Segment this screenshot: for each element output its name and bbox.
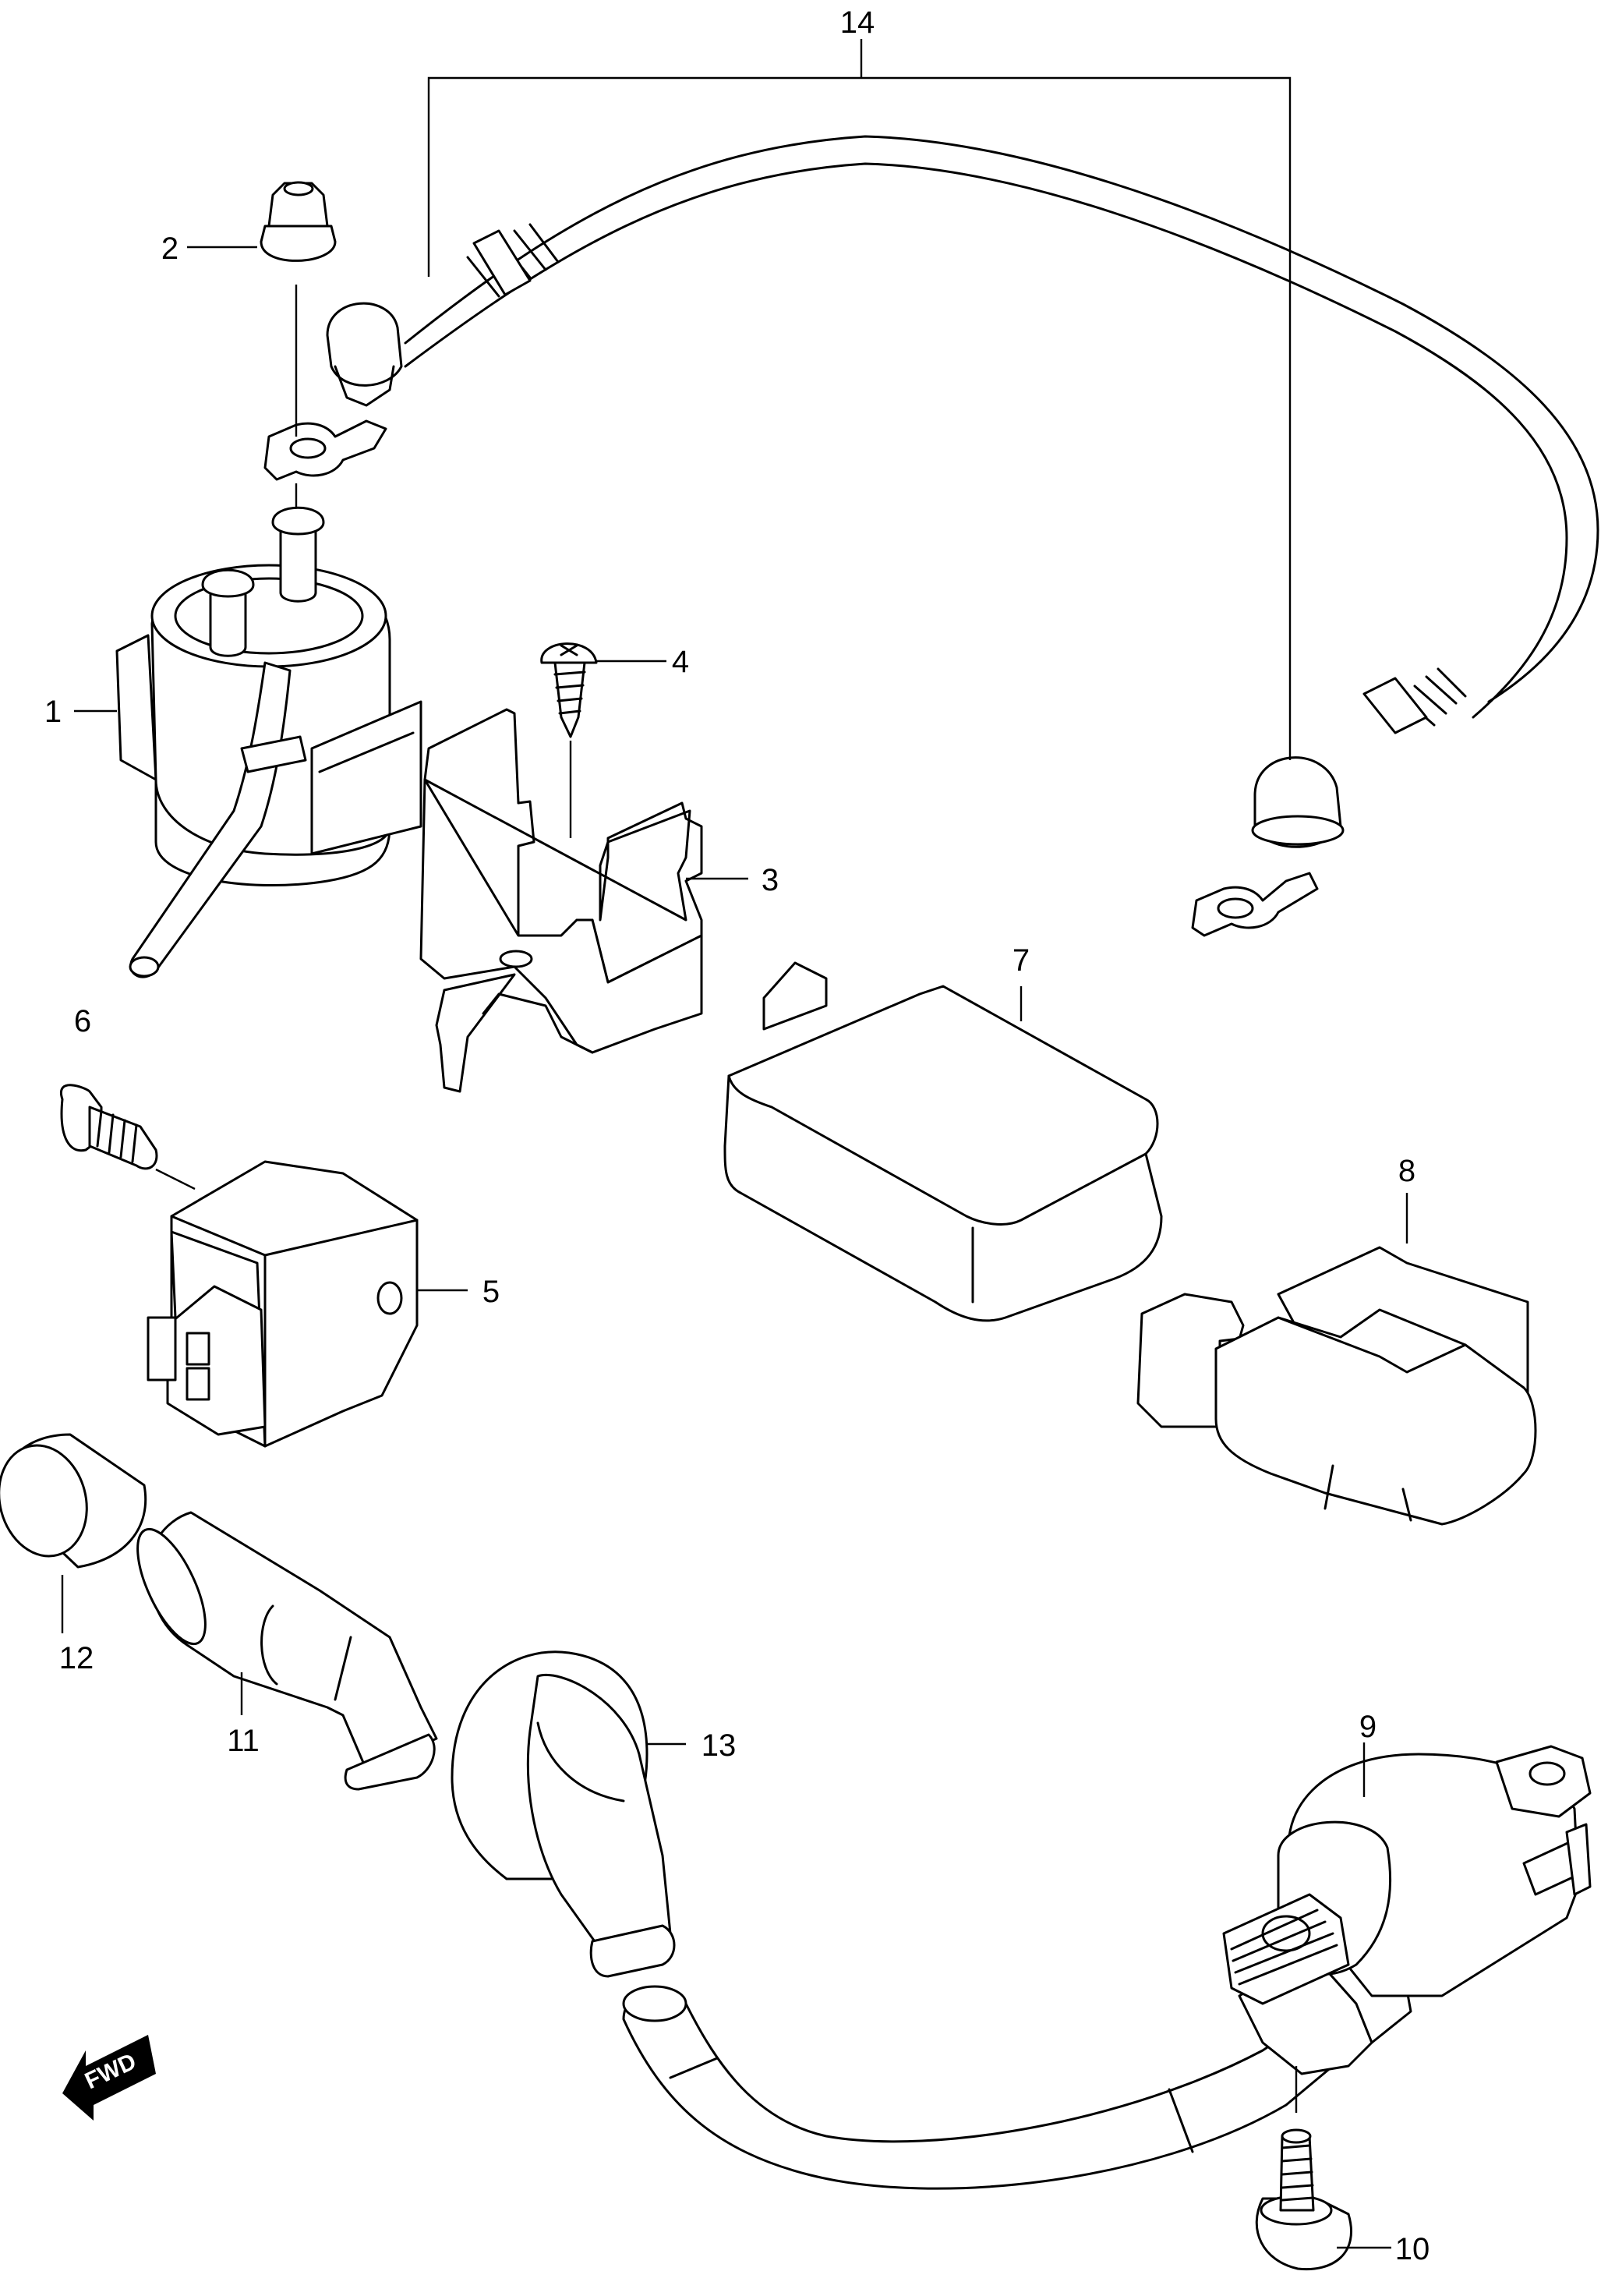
callout-13: 13: [702, 1728, 737, 1763]
callout-2: 2: [161, 232, 178, 266]
callouts: 14 2 1 4 3 6 5 7 8 12 11 13 9 10: [44, 5, 1430, 2266]
plug-cap: [136, 1511, 438, 1791]
ignitor-unit: [723, 961, 1163, 1322]
leader-lines: [61, 39, 1408, 2249]
bracket: [419, 708, 703, 1093]
callout-8: 8: [1398, 1154, 1415, 1188]
callout-9: 9: [1359, 1710, 1377, 1744]
callout-11: 11: [227, 1724, 260, 1758]
spark-plug-cap: [451, 1650, 676, 1978]
ignition-coil: [622, 1745, 1592, 2190]
callout-3: 3: [762, 863, 779, 897]
callout-4: 4: [672, 645, 689, 679]
battery-cable: [263, 135, 1599, 937]
screw: [540, 642, 598, 838]
callout-14: 14: [840, 5, 875, 40]
callout-5: 5: [482, 1275, 500, 1309]
bolt: [59, 1084, 196, 1190]
starter-relay: [115, 506, 422, 978]
callout-10: 10: [1395, 2232, 1430, 2266]
forward-direction-arrow: FWD: [62, 2035, 156, 2121]
callout-7: 7: [1013, 943, 1030, 978]
callout-6: 6: [74, 1004, 91, 1038]
rubber-cap: [0, 1433, 147, 1569]
relay-module: [147, 1160, 419, 1448]
coil-bolt: [1255, 2066, 1353, 2271]
rubber-mount: [1136, 1246, 1537, 1526]
callout-12: 12: [59, 1641, 94, 1675]
nut: [260, 181, 337, 526]
callout-1: 1: [44, 695, 62, 729]
